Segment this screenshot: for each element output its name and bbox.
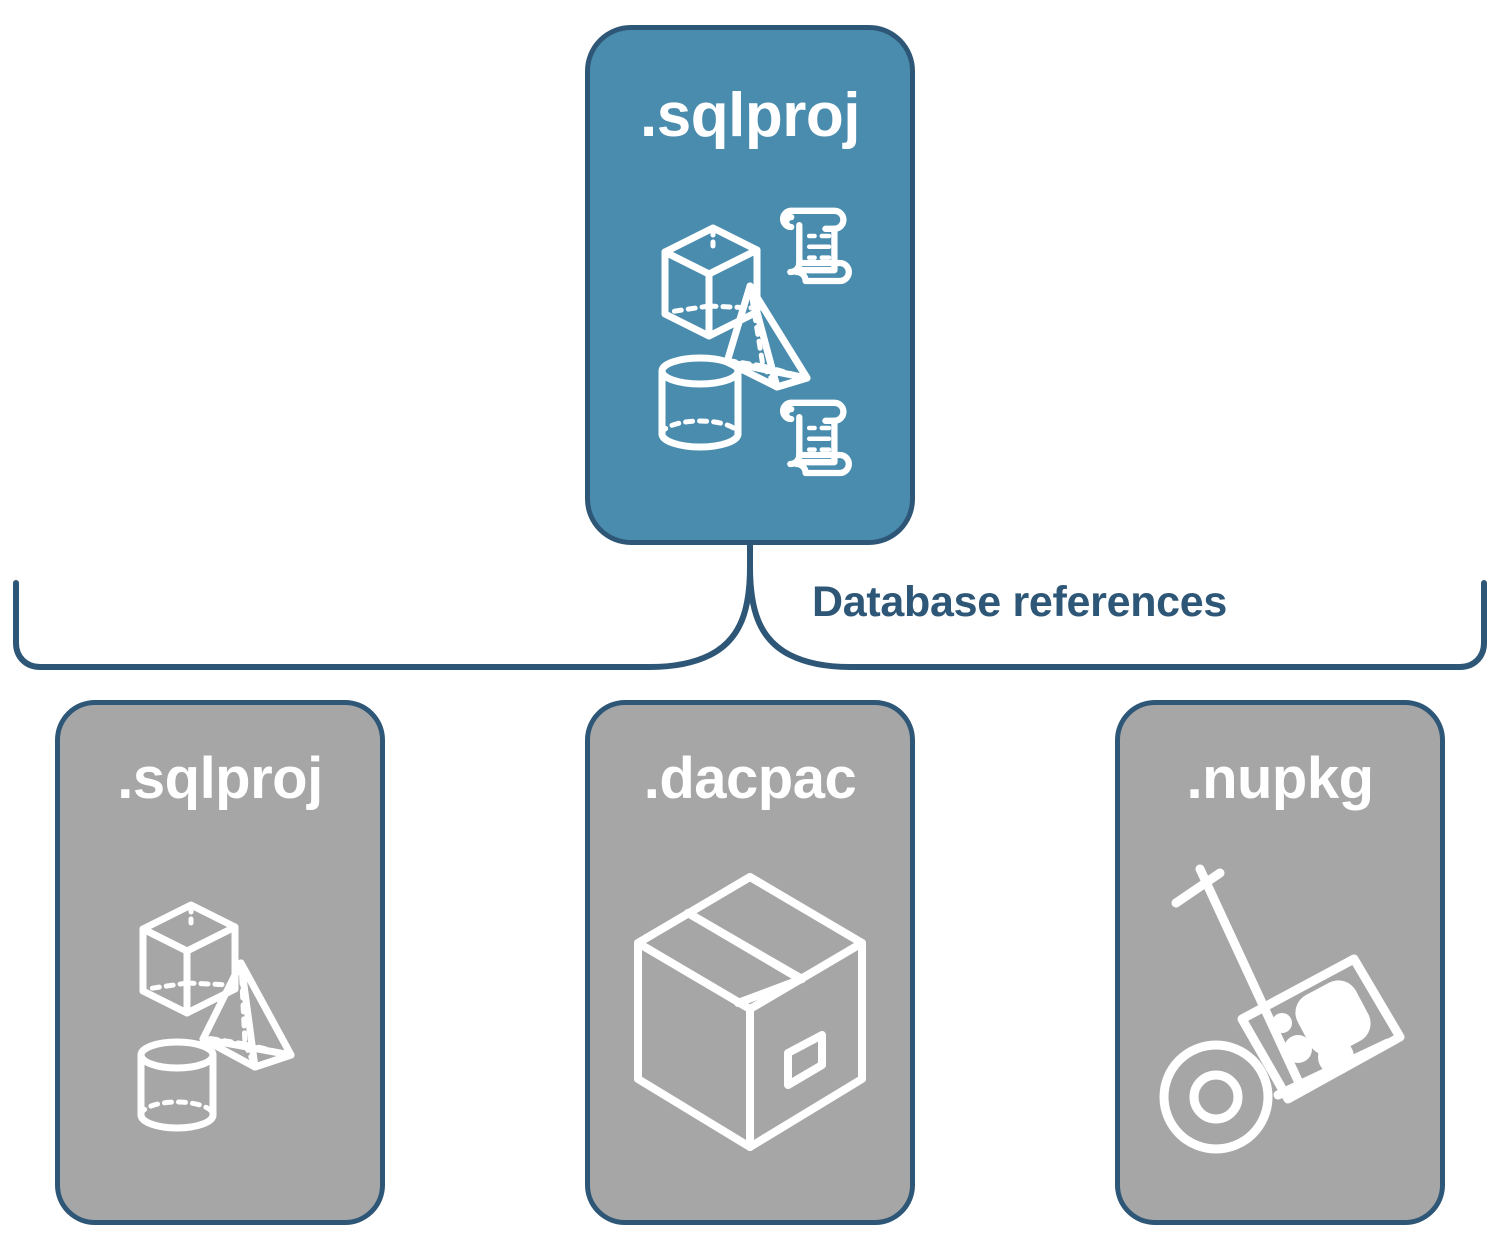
source-card-icon-group (590, 137, 910, 540)
reference-card-nupkg-icon-group (1120, 804, 1440, 1220)
source-card-sqlproj[interactable]: .sqlproj (585, 25, 915, 545)
cylinder-wireframe-icon (137, 1038, 217, 1132)
shapes-icon-cluster (137, 901, 295, 1132)
cube-wireframe-icon (139, 901, 239, 1017)
pyramid-wireframe-icon (723, 282, 811, 390)
package-box-icon (634, 873, 866, 1151)
reference-card-sqlproj-title: .sqlproj (117, 746, 323, 811)
scroll-icon (780, 207, 852, 284)
source-icon-cluster (658, 207, 852, 476)
source-card-title: .sqlproj (640, 81, 860, 150)
reference-card-dacpac-title: .dacpac (643, 746, 857, 811)
reference-card-sqlproj-icon-group (60, 804, 380, 1220)
reference-card-sqlproj[interactable]: .sqlproj (55, 700, 385, 1225)
reference-card-nupkg-title: .nupkg (1186, 746, 1374, 811)
reference-card-nupkg[interactable]: .nupkg (1115, 700, 1445, 1225)
cylinder-wireframe-icon (658, 354, 742, 450)
database-references-bracket (13, 542, 1487, 670)
scroll-icon (780, 399, 852, 476)
hand-truck-package-icon (1159, 864, 1405, 1154)
database-references-label: Database references (812, 578, 1227, 626)
reference-card-dacpac-icon-group (590, 804, 910, 1220)
pyramid-wireframe-icon (199, 959, 295, 1071)
reference-card-dacpac[interactable]: .dacpac (585, 700, 915, 1225)
